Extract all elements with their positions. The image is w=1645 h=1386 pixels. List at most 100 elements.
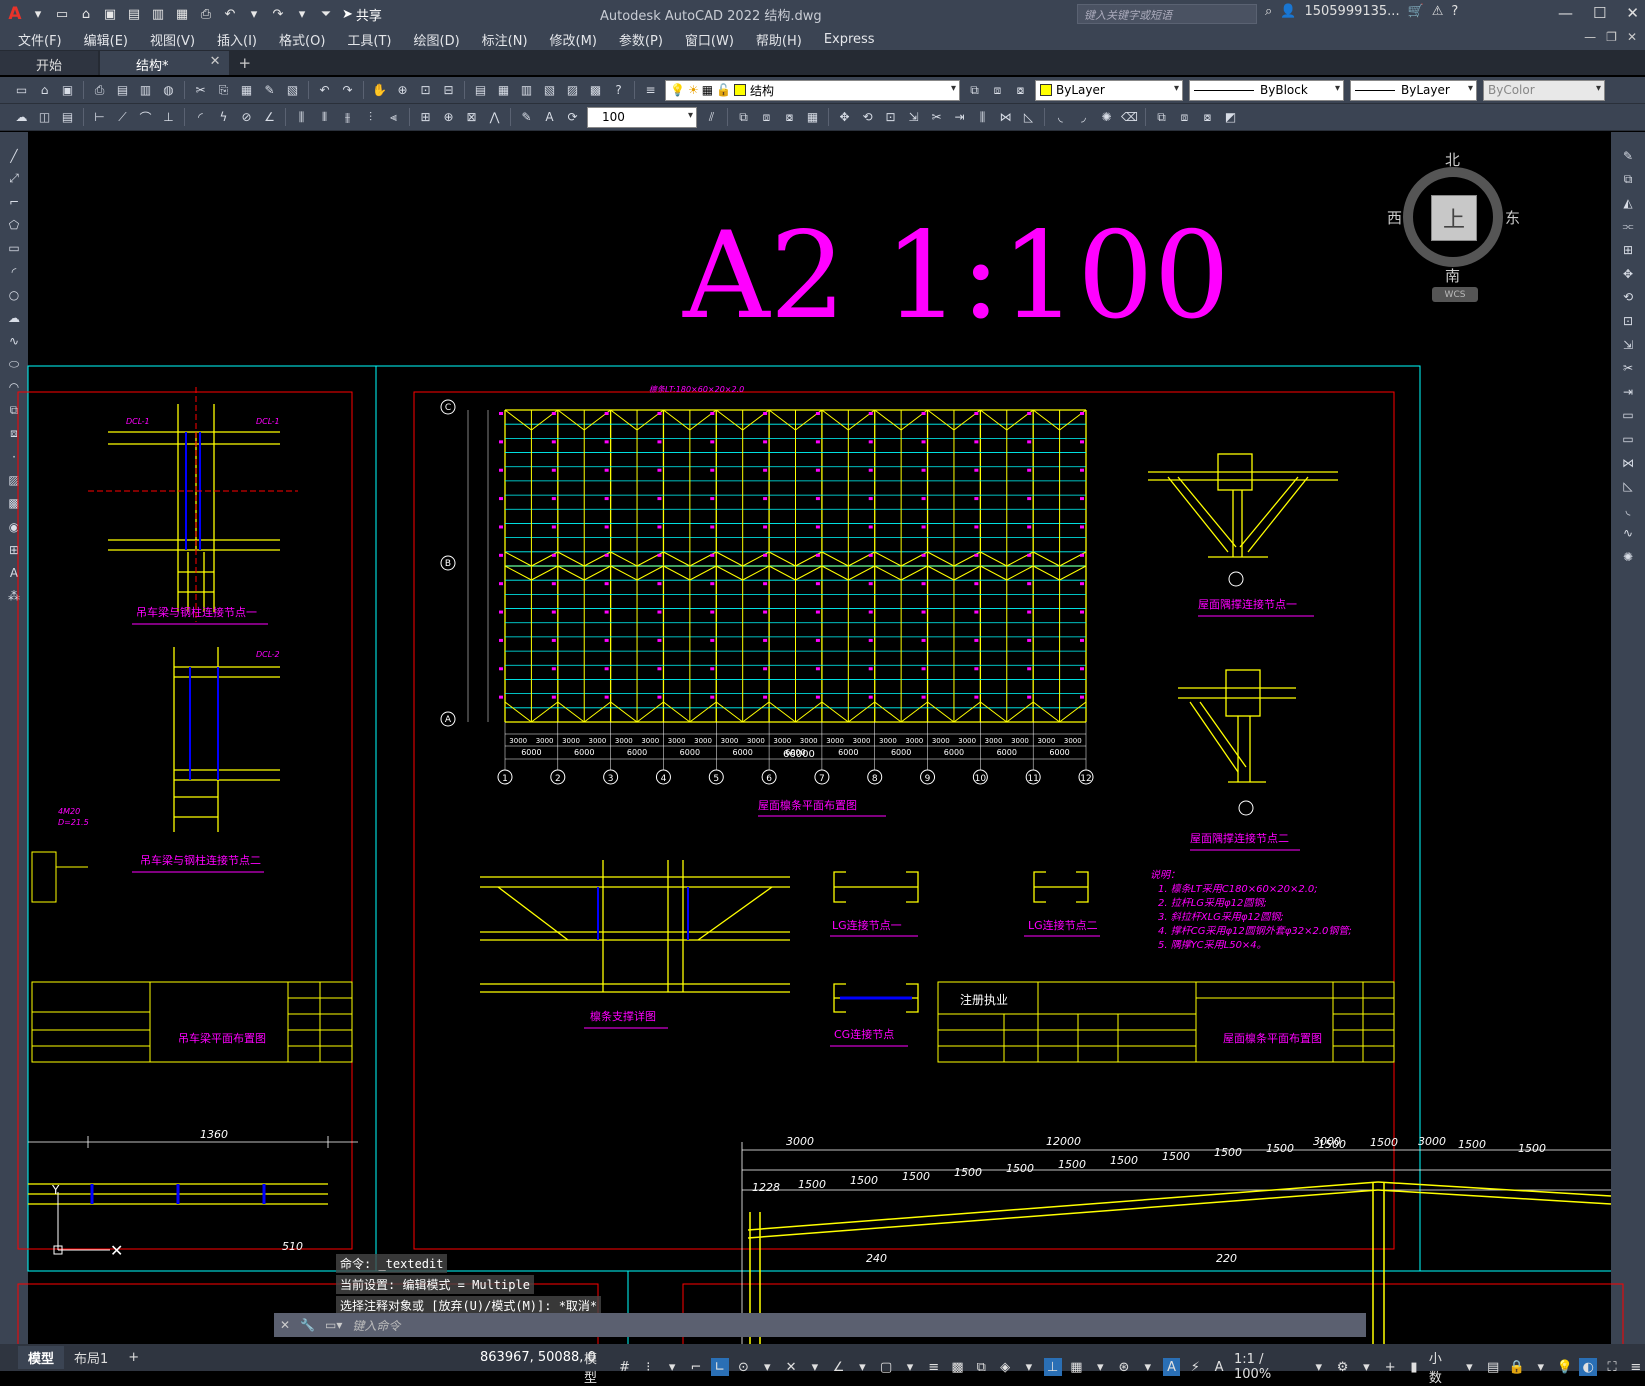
auto-scale-icon[interactable]: ⚡ — [1190, 1359, 1200, 1375]
units-value[interactable]: 小数 — [1428, 1352, 1442, 1386]
viewcube-north[interactable]: 北 — [1445, 151, 1461, 169]
tab-start[interactable]: 开始 — [0, 51, 99, 75]
modify-stretch-icon[interactable]: ⇲ — [908, 110, 919, 124]
viewcube[interactable]: 上 北 南 西 东 — [1387, 151, 1520, 285]
save-web-icon[interactable]: ▦ — [175, 6, 189, 22]
graphics-performance-icon[interactable]: ◐ — [1579, 1358, 1598, 1376]
modify-array-icon[interactable]: ▦ — [806, 110, 819, 124]
ungroup-icon[interactable]: ⧇ — [1203, 109, 1212, 124]
selection-cycling-icon[interactable]: ⧉ — [976, 1359, 986, 1375]
menu-express[interactable]: Express — [823, 31, 875, 47]
insert-block-icon[interactable]: ⧉ — [9, 403, 19, 418]
menu-edit[interactable]: 编辑(E) — [83, 33, 128, 49]
menu-modify[interactable]: 修改(M) — [549, 33, 597, 49]
point-icon[interactable]: · — [12, 450, 16, 465]
revcloud-icon[interactable]: ☁ — [8, 310, 20, 325]
publish-icon[interactable]: ▥ — [139, 83, 152, 97]
gizmo-dropdown-icon[interactable]: ▾ — [1144, 1359, 1152, 1375]
lineweight-dropdown[interactable]: ByLayer ▾ — [1350, 79, 1477, 101]
modify-extend-icon[interactable]: ⇥ — [954, 110, 965, 124]
workspace-gear-icon[interactable]: ⚙ — [1336, 1359, 1349, 1375]
layer-state-icon[interactable]: ⧇ — [1016, 82, 1025, 97]
make-current-layer-icon[interactable]: ⧉ — [970, 82, 979, 97]
linetype-dropdown[interactable]: ByBlock ▾ — [1189, 79, 1344, 101]
viewcube-top-face[interactable]: 上 — [1431, 195, 1477, 241]
layer-properties-icon[interactable]: ≡ — [645, 83, 656, 97]
hatch-icon[interactable]: ▨ — [8, 473, 20, 488]
save-icon[interactable]: ▣ — [103, 6, 117, 22]
fillet-icon[interactable]: ◟ — [1625, 502, 1631, 517]
tab-structure[interactable]: 结构*✕ — [100, 51, 229, 75]
modify-explode-icon[interactable]: ✺ — [1101, 110, 1112, 124]
undo-icon[interactable]: ↶ — [224, 6, 236, 22]
user-icon[interactable]: 👤 — [1280, 4, 1297, 19]
lock-ui-icon[interactable]: 🔒 — [1508, 1359, 1526, 1375]
menu-dimension[interactable]: 标注(N) — [481, 33, 528, 49]
modify-blend-icon[interactable]: ◞ — [1081, 110, 1086, 124]
modify-rotate-icon[interactable]: ⟲ — [862, 110, 873, 124]
object-snap-dropdown-icon[interactable]: ▾ — [906, 1359, 914, 1375]
3d-osnap-icon[interactable]: ◈ — [1000, 1359, 1011, 1375]
command-close-icon[interactable]: ✕ — [280, 1318, 291, 1332]
menu-window[interactable]: 窗口(W) — [684, 33, 734, 49]
menu-help[interactable]: 帮助(H) — [755, 33, 802, 49]
selection-filter-dropdown-icon[interactable]: ▾ — [1096, 1359, 1104, 1375]
modify-trim-icon[interactable]: ✂ — [931, 110, 942, 124]
help-icon[interactable]: ? — [1451, 4, 1459, 19]
tool-palettes-icon[interactable]: ▥ — [520, 83, 533, 97]
scale-icon[interactable]: ⊡ — [1622, 313, 1634, 328]
command-input[interactable]: 键入命令 — [352, 1318, 401, 1333]
modify-scale-icon[interactable]: ⊡ — [885, 110, 896, 124]
sheet-set-icon[interactable]: ▧ — [543, 83, 556, 97]
drawing-canvas[interactable]: A2 1:100 — [17, 132, 1624, 1365]
construction-line-icon[interactable]: ⤢ — [9, 171, 19, 186]
make-block-icon[interactable]: ⧈ — [10, 426, 18, 441]
match-properties-icon[interactable]: ✎ — [264, 83, 275, 97]
add-layout-icon[interactable]: + — [128, 1350, 140, 1365]
isodraft-dropdown-icon[interactable]: ▾ — [811, 1359, 819, 1375]
modify-offset-icon[interactable]: ⧇ — [785, 109, 794, 124]
isolate-icon[interactable]: ◩ — [1224, 110, 1237, 124]
design-center-icon[interactable]: ▦ — [497, 83, 510, 97]
mirror-icon[interactable]: ◭ — [1623, 195, 1633, 210]
menu-parametric[interactable]: 参数(P) — [618, 33, 663, 49]
ortho-icon[interactable]: ∟ — [710, 1358, 729, 1376]
polar-icon[interactable]: ⊙ — [738, 1359, 749, 1375]
selection-filter-icon[interactable]: ▦ — [1070, 1359, 1083, 1375]
join-icon[interactable]: ⋈ — [1622, 455, 1634, 470]
menu-file[interactable]: 文件(F) — [18, 33, 62, 49]
modify-join-icon[interactable]: ⋈ — [999, 110, 1012, 124]
layout-tab-model[interactable]: 模型 — [18, 1346, 65, 1369]
modify-break-icon[interactable]: ⫼ — [979, 109, 986, 124]
dim-arc-icon[interactable]: ⌒ — [139, 110, 152, 125]
coordinates-readout[interactable]: 863967, 50088, 0 — [480, 1350, 596, 1365]
erase-icon[interactable]: ✎ — [1622, 148, 1634, 163]
layer-previous-icon[interactable]: ⧈ — [993, 82, 1002, 97]
break-icon[interactable]: ▭ — [1622, 431, 1634, 446]
menu-format[interactable]: 格式(O) — [279, 33, 326, 49]
dim-angular-icon[interactable]: ∠ — [264, 110, 275, 124]
grid-icon[interactable]: # — [619, 1359, 631, 1375]
move-icon[interactable]: ✥ — [1622, 266, 1634, 281]
plotstyle-dropdown[interactable]: ByColor ▾ — [1483, 79, 1605, 101]
dim-linear-icon[interactable]: ⊢ — [94, 110, 105, 124]
gradient-icon[interactable]: ▩ — [8, 496, 20, 511]
3d-dwf-icon[interactable]: ◍ — [163, 83, 174, 97]
tolerance-icon[interactable]: ⊞ — [420, 110, 431, 124]
break-at-point-icon[interactable]: ▭ — [1622, 408, 1634, 423]
inspection-icon[interactable]: ⊠ — [466, 110, 477, 124]
line-icon[interactable]: ╱ — [10, 148, 18, 163]
new-tab-plus-icon[interactable]: + — [238, 54, 252, 72]
add-selected-icon[interactable]: ⁂ — [8, 589, 20, 604]
dim-update-icon[interactable]: ⟳ — [567, 110, 578, 124]
arc-icon[interactable]: ◜ — [11, 264, 17, 279]
annotation-monitor-icon[interactable]: + — [1384, 1359, 1396, 1375]
customization-icon[interactable]: ≡ — [1630, 1359, 1642, 1375]
command-customize-icon[interactable]: 🔧 — [300, 1318, 316, 1332]
polyline-icon[interactable]: ⌐ — [8, 194, 20, 209]
open-icon[interactable]: ⌂ — [40, 83, 49, 97]
plot-preview-icon[interactable]: ▤ — [116, 83, 129, 97]
user-name[interactable]: 1505999135... — [1304, 4, 1400, 19]
center-mark-icon[interactable]: ⊕ — [443, 110, 454, 124]
object-snap-tracking-dropdown-icon[interactable]: ▾ — [859, 1359, 866, 1375]
